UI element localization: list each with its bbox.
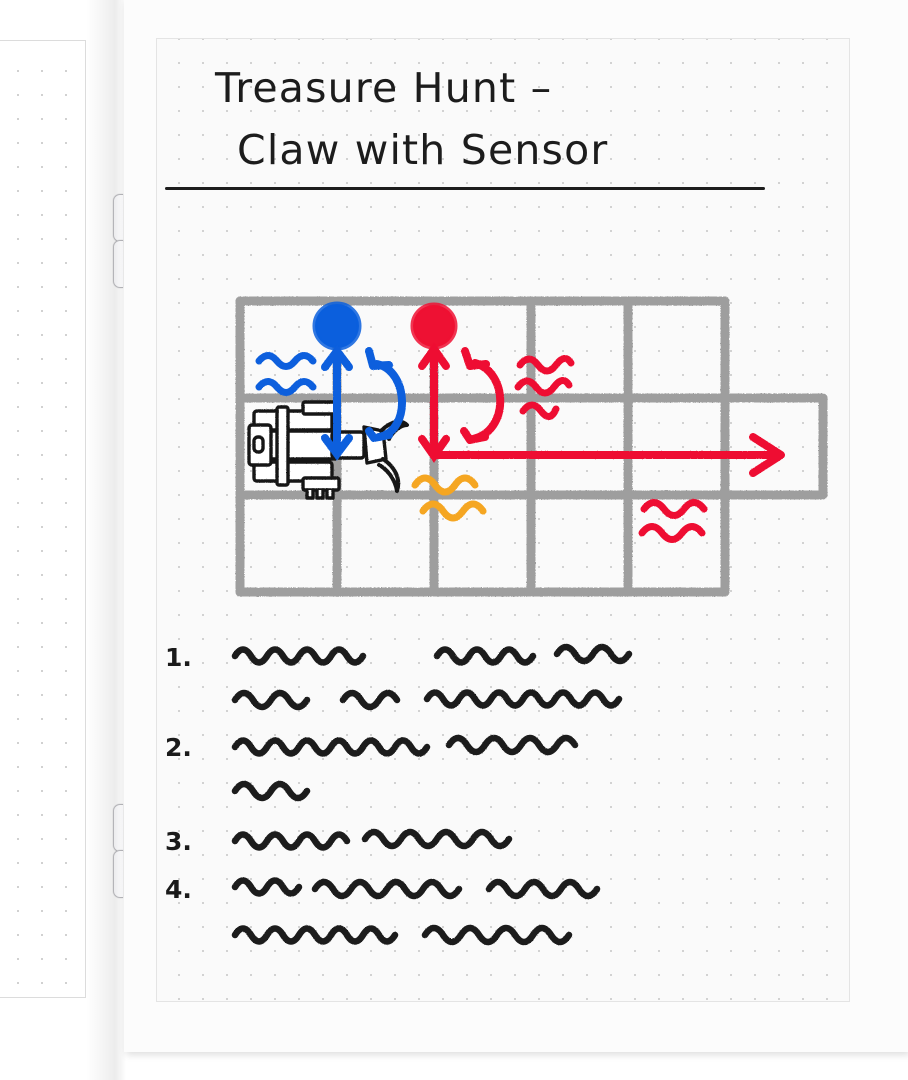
title-line-1: Treasure Hunt – <box>215 64 553 112</box>
dot-grid-left <box>0 51 75 987</box>
list-item: 3. <box>157 825 817 873</box>
page-title: Treasure Hunt – Claw with Sensor <box>215 57 835 181</box>
title-underline <box>165 187 765 190</box>
binding-clip-icon <box>113 240 123 288</box>
page-gutter-shadow <box>86 0 126 1080</box>
list-item: 1. <box>157 641 817 689</box>
note-number: 3. <box>165 827 192 856</box>
binding-clip-icon <box>113 194 123 242</box>
binding-clip-icon <box>113 850 123 898</box>
page-content-area: Treasure Hunt – Claw with Sensor <box>156 38 850 1002</box>
note-number: 1. <box>165 643 192 672</box>
list-item: 4. <box>157 873 817 921</box>
note-number: 4. <box>165 875 192 904</box>
binding-clip-icon <box>113 804 123 852</box>
list-item: 2. <box>157 731 817 779</box>
note-number: 2. <box>165 733 192 762</box>
title-line-2: Claw with Sensor <box>237 126 609 174</box>
left-partial-page <box>0 40 86 998</box>
main-notebook-page: Treasure Hunt – Claw with Sensor <box>124 0 908 1052</box>
